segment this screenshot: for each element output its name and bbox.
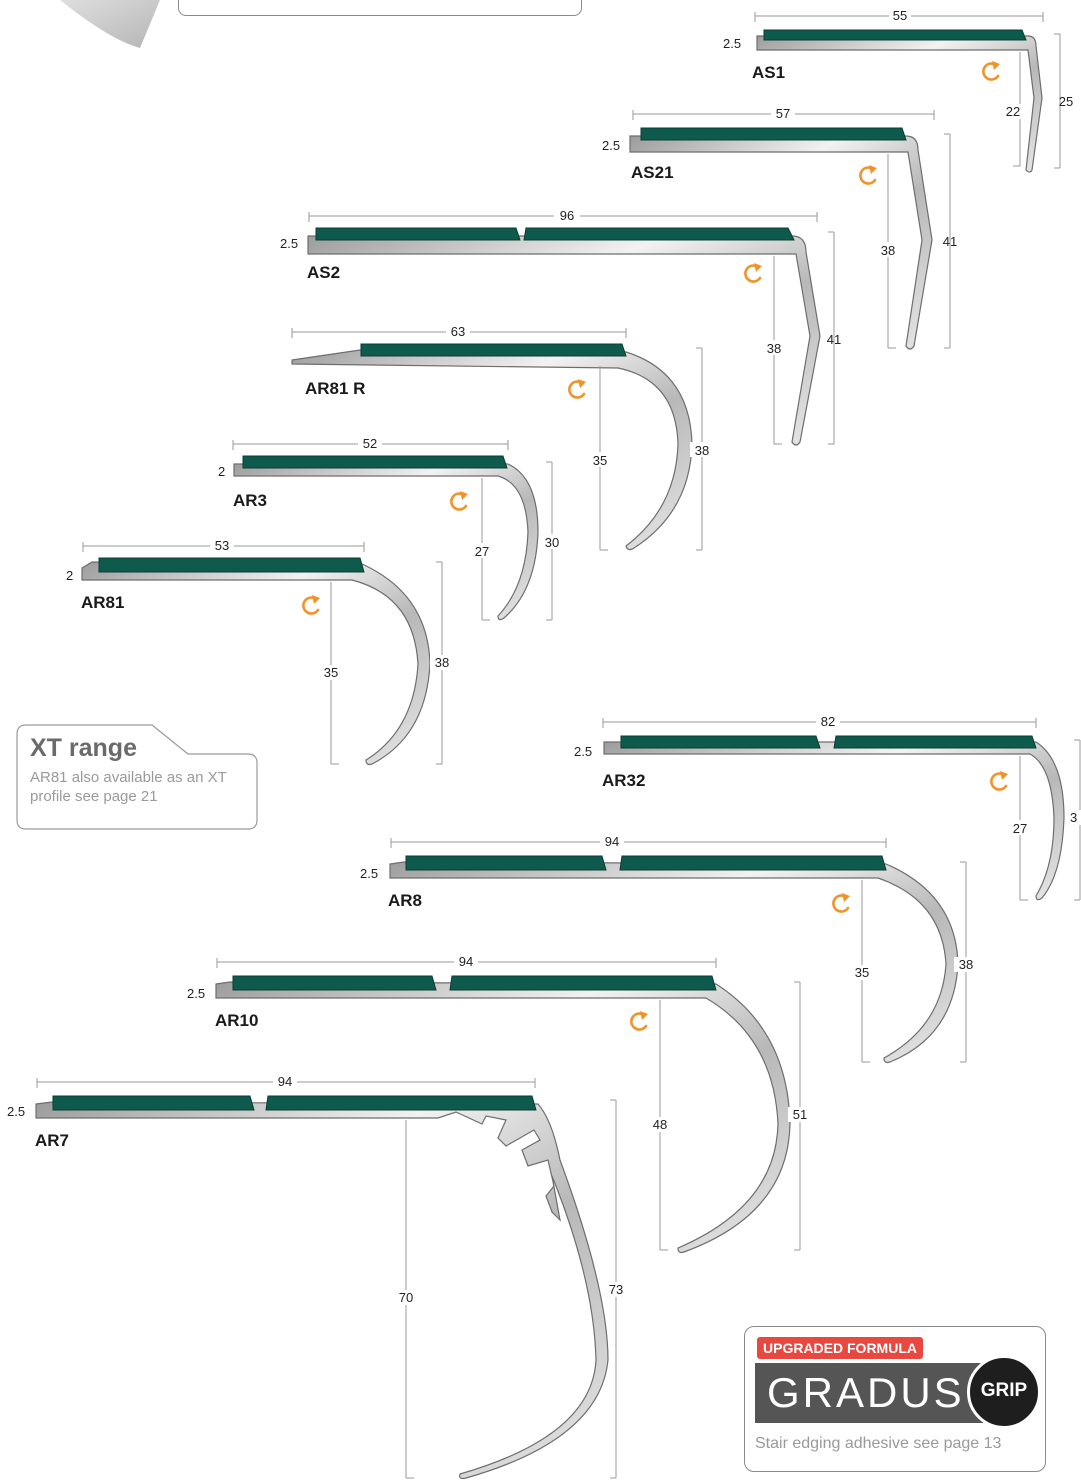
xt-range-text: AR81 also available as an XT profile see…: [30, 769, 227, 805]
profile-thickness-label: 2.5: [602, 138, 620, 153]
rotate-icon: [859, 165, 877, 185]
profile-ar7: 94 2.5 AR7 70 73: [7, 1074, 628, 1480]
profile-name: AR81 R: [305, 379, 365, 398]
profile-thickness-label: 2.5: [574, 744, 592, 759]
profile-outer-height-label: 73: [609, 1282, 623, 1297]
rotate-icon: [832, 893, 850, 913]
gradus-footer-text: Stair edging adhesive see page 13: [755, 1435, 1002, 1452]
profile-outer-height-label: 51: [793, 1107, 807, 1122]
profile-as21: 57 2.5 AS21 38 41: [602, 106, 957, 350]
xt-range-title: XT range: [30, 734, 137, 762]
xt-range-callout: XT range AR81 also available as an XT pr…: [16, 724, 258, 830]
rotate-icon: [744, 263, 762, 283]
profile-width-label: 94: [459, 954, 473, 969]
profile-inner-height-label: 35: [593, 453, 607, 468]
rotate-icon: [982, 61, 1000, 81]
profile-as1: 55 2.5 AS1 22 25: [723, 8, 1073, 173]
profile-name: AS2: [307, 263, 340, 282]
profile-thickness-label: 2.5: [7, 1104, 25, 1119]
rotate-icon: [630, 1011, 648, 1031]
profile-inner-height-label: 22: [1006, 104, 1020, 119]
gradus-grip-panel: UPGRADED FORMULA GRADUS GRIP Stair edgin…: [744, 1326, 1046, 1472]
profile-outer-height-label: 38: [695, 443, 709, 458]
upgraded-formula-badge: UPGRADED FORMULA: [757, 1337, 923, 1359]
profile-thickness-label: 2.5: [723, 36, 741, 51]
profile-inner-height-label: 48: [653, 1117, 667, 1132]
profile-inner-height-label: 27: [475, 544, 489, 559]
top-caption-frame: [178, 0, 582, 16]
profile-thickness-label: 2.5: [187, 986, 205, 1001]
profile-width-label: 82: [821, 714, 835, 729]
profile-outer-height-label: 41: [827, 332, 841, 347]
xt-callout-frame: [16, 724, 258, 830]
profile-name: AR3: [233, 491, 267, 510]
profile-width-label: 52: [363, 436, 377, 451]
profile-name: AR32: [602, 771, 645, 790]
profile-ar8: 94 2.5 AR8 35 38: [360, 834, 978, 1064]
profile-inner-height-label: 35: [855, 965, 869, 980]
profile-name: AR8: [388, 891, 422, 910]
profile-inner-height-label: 35: [324, 665, 338, 680]
rotate-icon: [450, 491, 468, 511]
profile-as2: 96 2.5 AS2 38 41: [280, 208, 841, 446]
profile-outer-height-label: 38: [435, 655, 449, 670]
profile-inner-height-label: 38: [881, 243, 895, 258]
fabric-swatch: [60, 0, 160, 48]
profile-thickness-label: 2: [218, 464, 225, 479]
profile-outer-height-label: 38: [959, 957, 973, 972]
profile-width-label: 57: [776, 106, 790, 121]
rotate-icon: [568, 379, 586, 399]
profile-outer-height-label: 25: [1059, 94, 1073, 109]
profile-name: AS1: [752, 63, 785, 82]
gradus-wordmark: GRADUS: [767, 1369, 965, 1416]
profile-inner-height-label: 70: [399, 1290, 413, 1305]
profile-width-label: 96: [560, 208, 574, 223]
profile-thickness-label: 2.5: [280, 236, 298, 251]
profile-ar81r: 63 AR81 R 35 38: [291, 324, 714, 551]
profile-ar3: 52 2 AR3 27 30: [218, 436, 564, 621]
profile-ar32: 82 2.5 AR32 27 3: [574, 714, 1081, 901]
grip-logo-circle: GRIP: [967, 1355, 1041, 1429]
profile-width-label: 94: [278, 1074, 292, 1089]
profile-width-label: 53: [215, 538, 229, 553]
profile-name: AR7: [35, 1131, 69, 1150]
profile-thickness-label: 2.5: [360, 866, 378, 881]
profile-name: AS21: [631, 163, 674, 182]
profile-inner-height-label: 27: [1013, 821, 1027, 836]
profile-width-label: 55: [893, 8, 907, 23]
rotate-icon: [302, 595, 320, 615]
profile-name: AR10: [215, 1011, 258, 1030]
profile-outer-height-label: 3: [1070, 810, 1077, 825]
grip-wordmark: GRIP: [980, 1380, 1028, 1401]
profile-thickness-label: 2: [66, 568, 73, 583]
rotate-icon: [990, 771, 1008, 791]
profile-width-label: 94: [605, 834, 619, 849]
profile-width-label: 63: [451, 324, 465, 339]
profile-inner-height-label: 38: [767, 341, 781, 356]
profile-ar10: 94 2.5 AR10 48 51: [187, 954, 812, 1254]
profile-name: AR81: [81, 593, 124, 612]
profile-ar81: 53 2 AR81 35 38: [66, 538, 454, 766]
profile-outer-height-label: 30: [545, 535, 559, 550]
profile-outer-height-label: 41: [943, 234, 957, 249]
